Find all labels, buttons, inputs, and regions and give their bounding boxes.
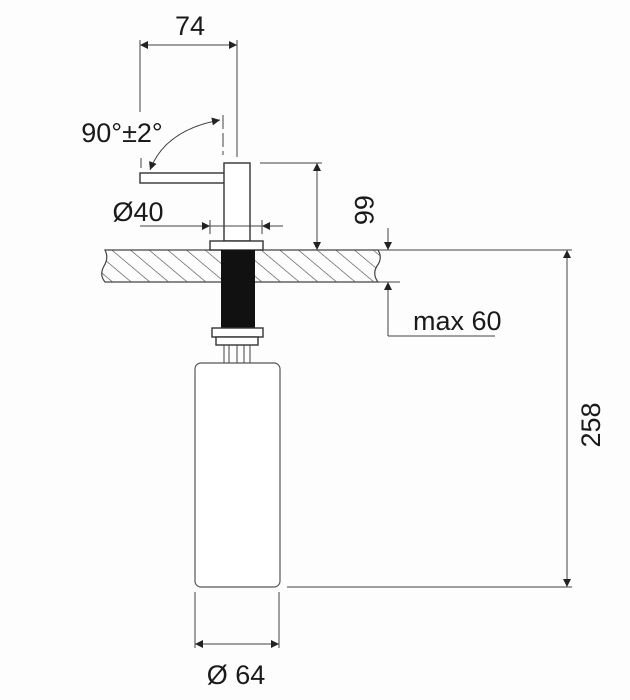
counter-thickness-dimension: max 60 [372, 228, 502, 337]
dispenser-body [223, 162, 251, 242]
mounting-flange [209, 240, 264, 251]
soap-bottle [194, 362, 281, 588]
counter-thickness-label: max 60 [413, 306, 502, 336]
body-diameter-label: Ø40 [112, 197, 163, 227]
body-diameter-dimension: Ø40 [112, 197, 283, 234]
threaded-shaft [221, 250, 255, 328]
total-depth-dimension: 258 [287, 249, 606, 588]
spout-lever [139, 172, 226, 184]
height-dimension: 66 [260, 162, 379, 250]
bottle-diameter-label: Ø 64 [207, 660, 266, 690]
height-label: 66 [349, 195, 379, 225]
swivel-angle-dimension: 90°±2° [81, 115, 224, 171]
swivel-angle-label: 90°±2° [81, 118, 162, 148]
spout-reach-dimension: 74 [139, 11, 238, 157]
nut-washer [215, 336, 259, 346]
total-depth-label: 258 [576, 402, 606, 447]
pump-tubes [223, 345, 251, 363]
bottle-diameter-dimension: Ø 64 [194, 592, 280, 690]
spout-reach-label: 74 [175, 11, 205, 41]
mounting-nut [211, 327, 264, 338]
